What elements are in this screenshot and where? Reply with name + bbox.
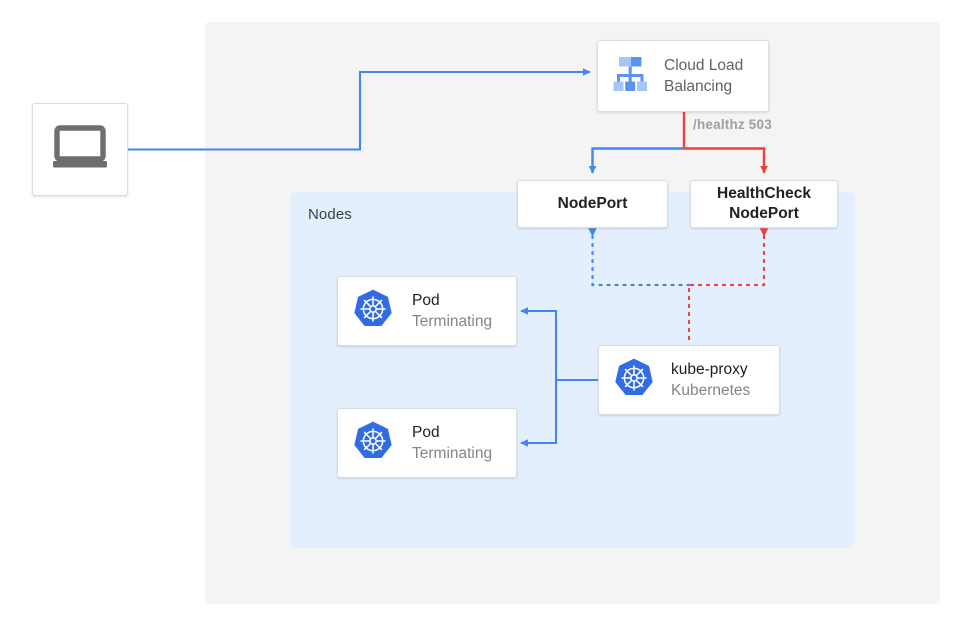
kube-proxy-subtitle: Kubernetes bbox=[671, 382, 751, 399]
clb-title-line1: Cloud Load bbox=[664, 57, 744, 74]
healthcheck-nodeport-card[interactable]: HealthCheck NodePort bbox=[690, 180, 838, 228]
cloud-load-balancing-icon bbox=[608, 53, 652, 100]
kubernetes-icon bbox=[613, 357, 655, 404]
healthcheck-nodeport-label-line1: HealthCheck bbox=[717, 185, 811, 202]
pod-1-title: Pod bbox=[412, 292, 440, 309]
healthcheck-nodeport-labels: HealthCheck NodePort bbox=[717, 184, 811, 224]
pod-2-title: Pod bbox=[412, 424, 440, 441]
laptop-icon bbox=[51, 124, 109, 175]
pod-1-status: Terminating bbox=[412, 313, 493, 330]
kube-proxy-card[interactable]: kube-proxy Kubernetes bbox=[598, 345, 780, 415]
pod-2-status: Terminating bbox=[412, 445, 493, 462]
pod-card-1[interactable]: Pod Terminating bbox=[337, 276, 517, 346]
pod-card-2[interactable]: Pod Terminating bbox=[337, 408, 517, 478]
pod-2-labels: Pod Terminating bbox=[412, 422, 492, 464]
cloud-load-balancing-labels: Cloud Load Balancing bbox=[664, 55, 743, 97]
kube-proxy-labels: kube-proxy Kubernetes bbox=[671, 359, 750, 401]
kubernetes-icon bbox=[352, 288, 394, 335]
nodes-panel-label: Nodes bbox=[308, 206, 352, 223]
nodeport-card[interactable]: NodePort bbox=[517, 180, 668, 228]
healthcheck-nodeport-label-line2: NodePort bbox=[729, 205, 799, 222]
nodeport-label: NodePort bbox=[557, 195, 628, 212]
kubernetes-icon bbox=[352, 420, 394, 467]
kube-proxy-title: kube-proxy bbox=[671, 361, 748, 378]
clb-title-line2: Balancing bbox=[664, 78, 733, 95]
client-laptop-card[interactable] bbox=[32, 103, 128, 196]
cloud-load-balancing-card[interactable]: Cloud Load Balancing bbox=[597, 40, 769, 112]
healthz-edge-label: /healthz 503 bbox=[693, 117, 772, 132]
pod-1-labels: Pod Terminating bbox=[412, 290, 492, 332]
